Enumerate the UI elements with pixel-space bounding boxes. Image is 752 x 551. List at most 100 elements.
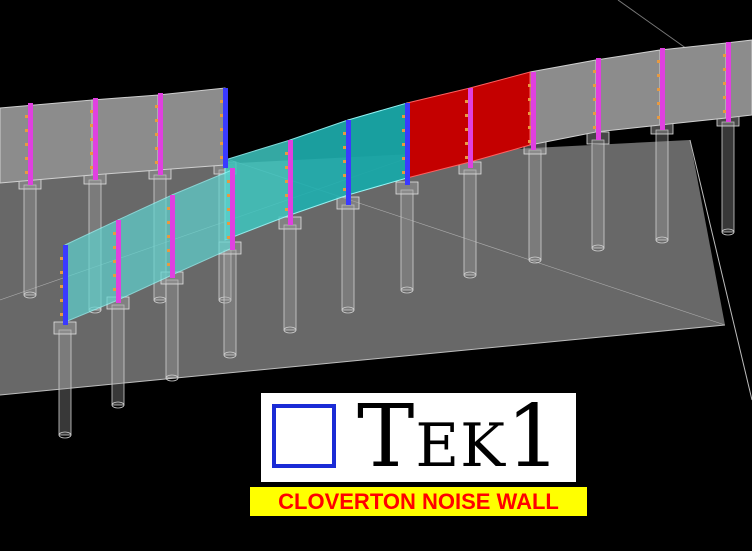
logo-wordmark: TEK1 (357, 391, 562, 492)
post-bolt (25, 157, 28, 160)
post-bolt (285, 180, 288, 183)
pile (528, 149, 542, 261)
post-group (25, 42, 731, 325)
logo-letter-t: T (357, 387, 416, 487)
post-bolt (25, 171, 28, 174)
post-bolt (593, 70, 596, 73)
wall-panel-grey[interactable] (0, 99, 93, 184)
post-bolt (220, 156, 223, 159)
steel-post (28, 103, 33, 185)
post-bolt (657, 102, 660, 105)
post-bolt (220, 142, 223, 145)
pile (165, 279, 179, 379)
pile-base (218, 296, 232, 304)
steel-post (63, 245, 68, 325)
post-bolt (60, 271, 63, 274)
logo-square-icon (272, 404, 336, 468)
wall-panel-grey[interactable] (595, 49, 661, 133)
post-bolt (220, 100, 223, 103)
post-bolt (593, 126, 596, 129)
post-bolt (60, 257, 63, 260)
pile (23, 184, 37, 296)
wall-panel-grey[interactable] (91, 94, 159, 176)
post-bolt (528, 140, 531, 143)
post-bolt (343, 188, 346, 191)
post-bolt (60, 285, 63, 288)
pile (655, 129, 669, 241)
post-bolt (465, 100, 468, 103)
tek1-logo: TEK1 (261, 391, 576, 483)
post-bolt (155, 133, 158, 136)
post-bolt (402, 143, 405, 146)
steel-post (531, 72, 536, 150)
ground-edge-line (689, 139, 752, 401)
post-bolt (657, 60, 660, 63)
post-bolt (155, 147, 158, 150)
post-bolt (227, 236, 230, 239)
pile-base (58, 431, 72, 439)
pile (721, 121, 735, 233)
post-bolt (343, 146, 346, 149)
post-bolt (723, 96, 726, 99)
post-bolt (25, 143, 28, 146)
post-bolt (465, 142, 468, 145)
wall-panel-grey[interactable] (529, 59, 597, 146)
post-bolt (167, 263, 170, 266)
post-bolt (528, 98, 531, 101)
post-bolt (723, 54, 726, 57)
wall-panel-red[interactable] (406, 87, 471, 179)
post-bolt (285, 152, 288, 155)
pile (283, 224, 297, 331)
wall-panel-grey[interactable] (659, 42, 727, 126)
wall-panel-red[interactable] (469, 71, 531, 163)
pile (58, 329, 72, 436)
post-bolt (285, 208, 288, 211)
post-bolt (167, 235, 170, 238)
pile (111, 304, 125, 406)
post-bolt (465, 128, 468, 131)
post-bolt (155, 105, 158, 108)
pile-base (591, 244, 605, 252)
pile-base (111, 401, 125, 409)
steel-post (116, 220, 121, 303)
pile-base (165, 374, 179, 382)
post-bolt (723, 82, 726, 85)
post-bolt (167, 221, 170, 224)
post-bolt (60, 299, 63, 302)
pile-base (223, 351, 237, 359)
ground-edge-line (0, 324, 726, 396)
post-bolt (528, 112, 531, 115)
post-bolt (155, 161, 158, 164)
pile (400, 189, 414, 291)
post-bolt (723, 68, 726, 71)
post-bolt (227, 208, 230, 211)
post-bolt (402, 115, 405, 118)
logo-letters-ek: EK (415, 411, 506, 481)
steel-post (170, 195, 175, 278)
post-bolt (227, 222, 230, 225)
post-bolt (90, 152, 93, 155)
pile (463, 169, 477, 276)
post-bolt (90, 110, 93, 113)
post-bolt (167, 249, 170, 252)
post-bolt (285, 166, 288, 169)
post-bolt (343, 174, 346, 177)
steel-post (93, 98, 98, 180)
post-bolt (167, 207, 170, 210)
post-bolt (113, 232, 116, 235)
pile-base (283, 326, 297, 334)
post-bolt (220, 128, 223, 131)
post-bolt (285, 194, 288, 197)
steel-post (346, 120, 351, 205)
post-bolt (593, 84, 596, 87)
wall-panel-grey[interactable] (157, 87, 226, 171)
steel-post (230, 168, 235, 250)
post-bolt (402, 171, 405, 174)
post-bolt (528, 126, 531, 129)
post-bolt (60, 313, 63, 316)
post-bolt (25, 129, 28, 132)
pile (223, 249, 237, 356)
post-bolt (465, 114, 468, 117)
